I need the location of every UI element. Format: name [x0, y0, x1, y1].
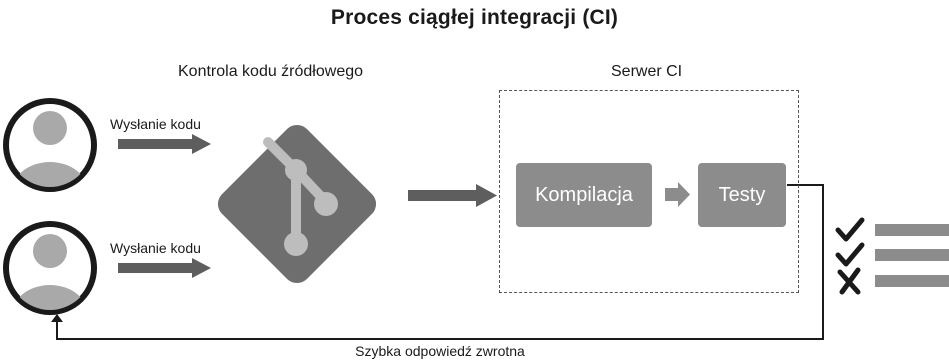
result-bar	[875, 224, 949, 236]
feedback-loop-line	[56, 184, 824, 340]
cross-icon	[837, 267, 861, 295]
stage-compile-label: Kompilacja	[535, 183, 633, 206]
ci-server-label: Serwer CI	[611, 63, 683, 80]
developer-avatar-1	[3, 98, 97, 192]
stage-tests-label: Testy	[718, 183, 766, 206]
result-bar	[875, 249, 949, 261]
ci-server-box	[499, 90, 799, 293]
diagram-title: Proces ciągłej integracji (CI)	[330, 6, 619, 29]
push-arrow-1	[118, 134, 211, 154]
stage-tests: Testy	[698, 163, 786, 227]
to-ci-arrow	[408, 184, 497, 207]
check-icon	[835, 242, 865, 267]
stage-arrow	[665, 182, 690, 207]
stage-compile: Kompilacja	[516, 163, 652, 227]
result-bars	[875, 224, 949, 287]
developer-avatar-2	[3, 221, 97, 315]
git-logo-icon	[217, 124, 377, 284]
push-arrow-2	[118, 258, 211, 278]
check-icon	[835, 217, 865, 242]
feedback-arrowhead	[51, 314, 63, 322]
push-label-1: Wysłanie kodu	[110, 116, 201, 132]
source-control-label: Kontrola kodu źródłowego	[178, 63, 364, 80]
feedback-label: Szybka odpowiedź zwrotna	[355, 343, 525, 359]
result-bar	[875, 275, 949, 287]
push-label-2: Wysłanie kodu	[110, 240, 201, 256]
